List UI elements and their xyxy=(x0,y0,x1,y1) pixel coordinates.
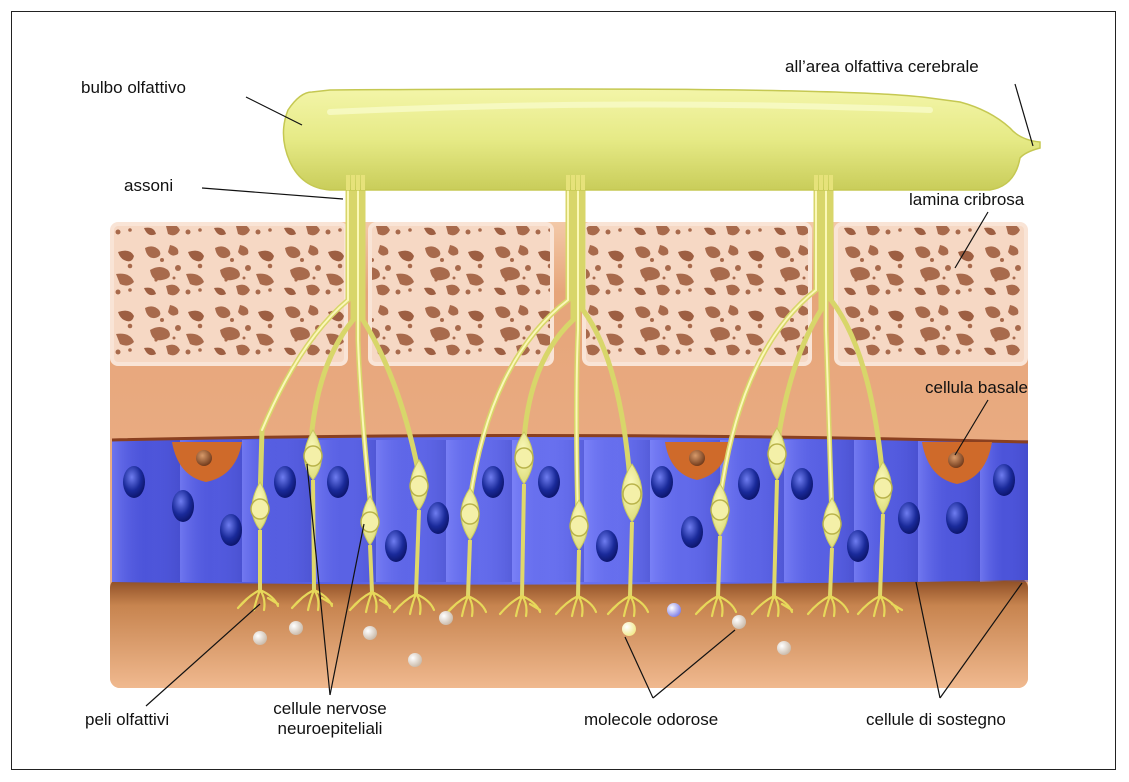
support-cells-layer xyxy=(112,435,1028,584)
label-peli-olfattivi: peli olfattivi xyxy=(85,710,169,730)
lamina-propria xyxy=(110,578,1028,688)
label-cellule-nervose-line1: cellule nervose xyxy=(255,699,405,719)
label-cellule-nervose-line2: neuroepiteliali xyxy=(255,719,405,739)
label-assoni: assoni xyxy=(124,176,173,196)
label-cellule-sostegno: cellule di sostegno xyxy=(866,710,1006,730)
label-area-olfattiva: all’area olfattiva cerebrale xyxy=(785,57,979,77)
label-cellula-basale: cellula basale xyxy=(925,378,1028,398)
olfactory-bulb xyxy=(283,89,1040,190)
label-bulbo-olfattivo: bulbo olfattivo xyxy=(81,78,186,98)
label-molecole-odorose: molecole odorose xyxy=(584,710,718,730)
label-lamina-cribrosa: lamina cribrosa xyxy=(909,190,1024,210)
label-cellule-nervose: cellule nervose neuroepiteliali xyxy=(255,699,405,739)
